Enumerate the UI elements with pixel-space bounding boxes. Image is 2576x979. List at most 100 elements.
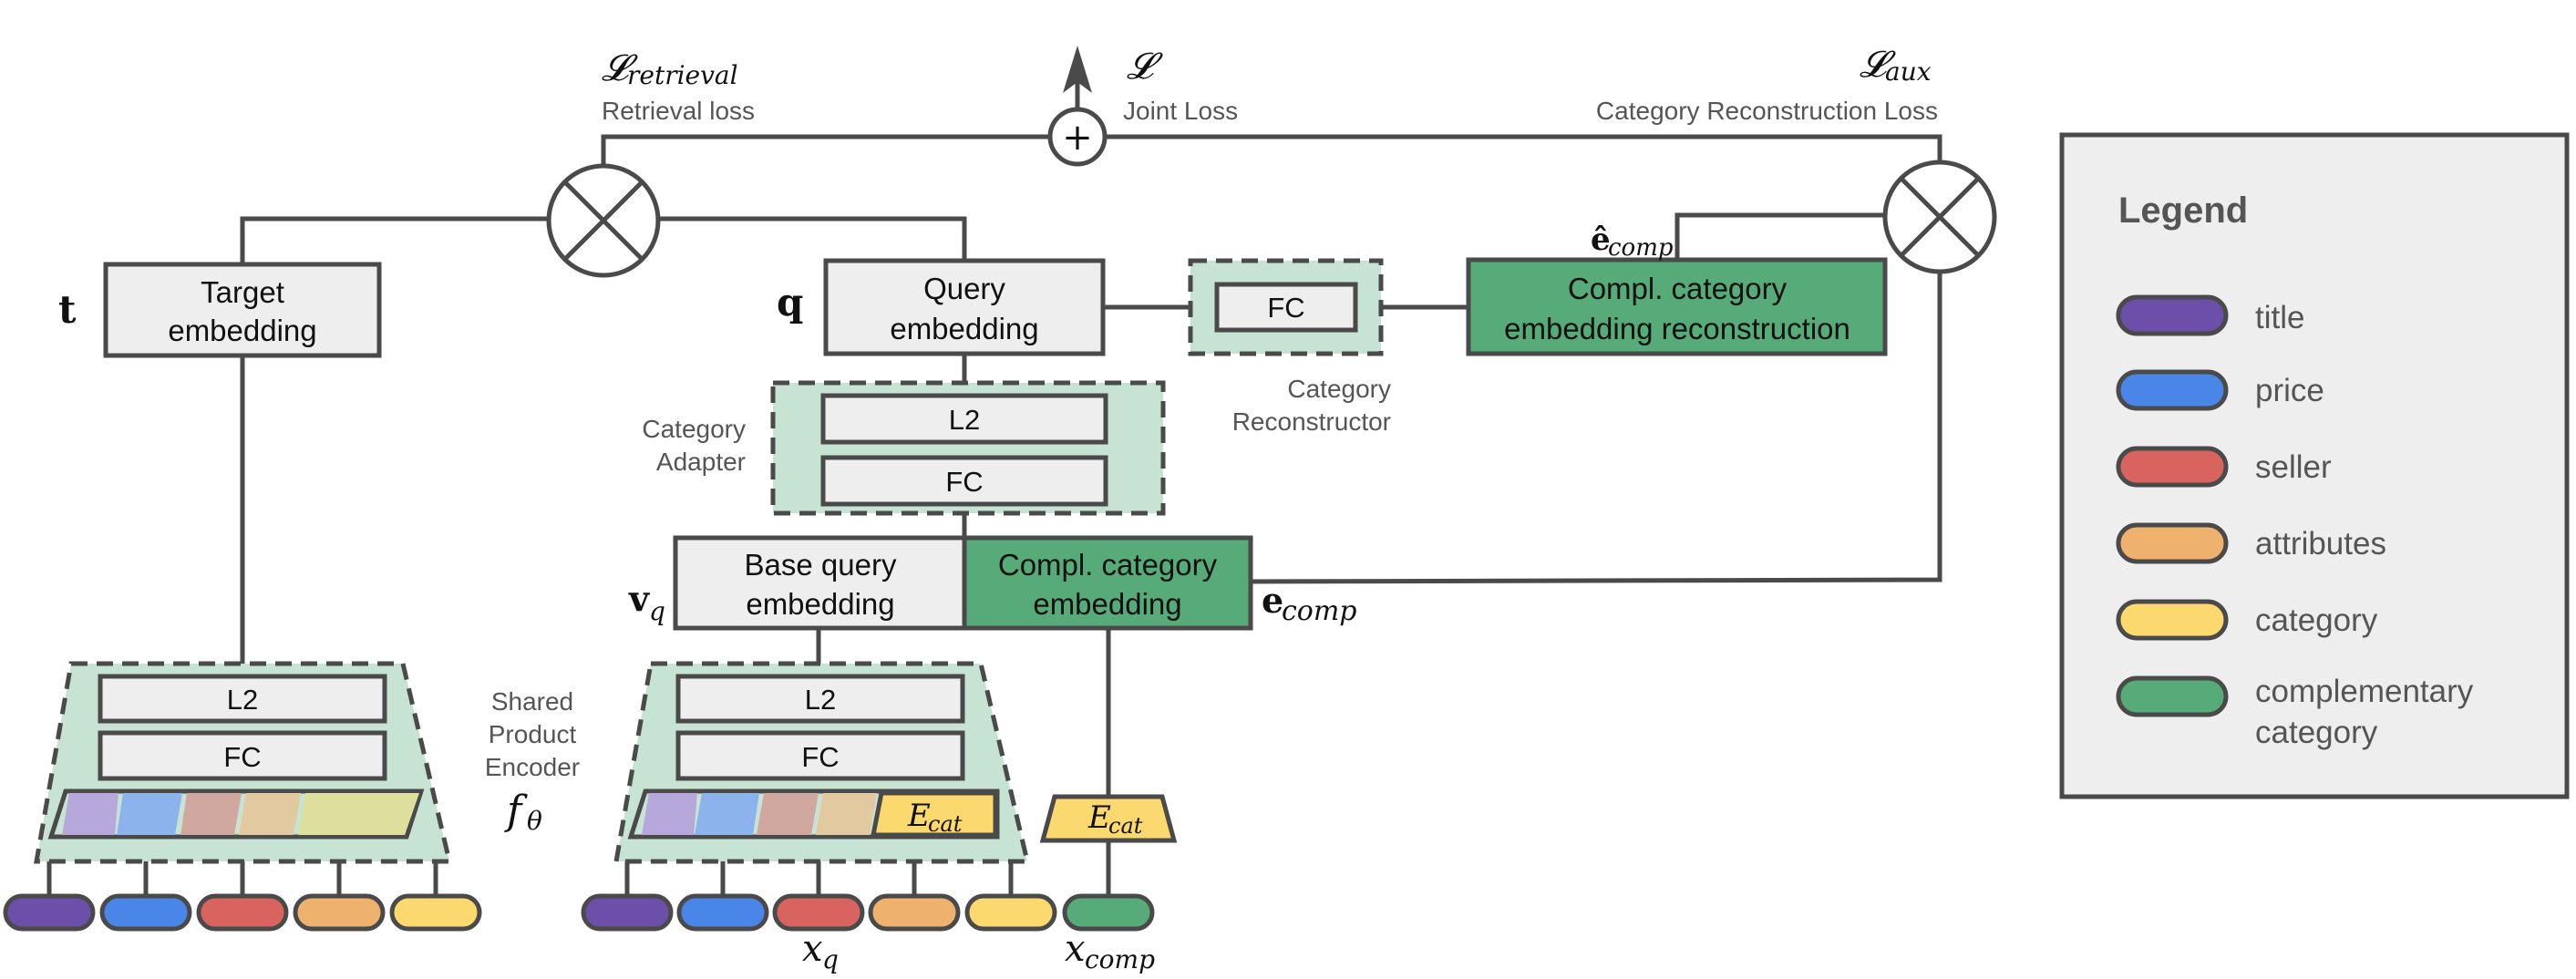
pill-title: [3, 893, 96, 932]
retrieval-to-joint-line: [601, 134, 1051, 169]
compl-embedding-symbol: e comp: [1262, 580, 1357, 627]
svg-text:+: +: [1062, 117, 1093, 159]
joint-plus-icon: +: [1047, 107, 1108, 167]
svg-text:x: x: [802, 928, 823, 970]
pill-seller: [196, 893, 289, 932]
svg-text:cat: cat: [928, 811, 963, 837]
encoder-query-l2-label: L2: [805, 684, 836, 716]
svg-text:comp: comp: [1608, 234, 1674, 262]
encoder-label-line1: Shared: [491, 687, 573, 716]
reconstruction-to-aux-line: [1674, 212, 1887, 260]
retrieval-to-query-line: [656, 216, 967, 261]
svg-text:embedding reconstruction: embedding reconstruction: [1504, 312, 1850, 345]
svg-text:θ: θ: [527, 806, 542, 836]
svg-text:f: f: [504, 788, 528, 834]
svg-text:seller: seller: [2255, 449, 2332, 485]
shared-product-encoder-query: L2 FC E cat: [613, 661, 1031, 864]
legend-title: Legend: [2118, 191, 2248, 231]
adapter-l2-label: L2: [949, 404, 980, 436]
svg-text:category: category: [2255, 603, 2378, 638]
svg-text:Target: Target: [201, 275, 284, 309]
compl-reconstruction-symbol: ê comp: [1591, 222, 1674, 262]
svg-text:q: q: [822, 944, 839, 974]
target-to-retrieval-line: [240, 216, 551, 264]
pill-price: [676, 893, 769, 932]
compl-reconstruction-box: Compl. category embedding reconstruction: [1466, 257, 1888, 356]
reconstructor-label-line1: Category: [1287, 375, 1391, 403]
query-embedding-box: Query embedding: [823, 258, 1106, 356]
pill-attributes: [293, 893, 386, 932]
category-reconstructor: FC: [1188, 258, 1384, 356]
compl-category-embedding-box: Compl. category embedding: [962, 535, 1253, 631]
encoder-left-l2-label: L2: [227, 684, 258, 716]
encoder-left-fc-label: FC: [223, 741, 261, 773]
svg-text:E: E: [1087, 799, 1111, 836]
xq-symbol: x q: [802, 928, 839, 974]
encoder-query-fc-label: FC: [801, 741, 839, 773]
ecat-standalone: E cat: [1039, 794, 1178, 843]
legend-item-seller: seller: [2116, 446, 2332, 488]
reconstructor-label-line2: Reconstructor: [1232, 407, 1391, 436]
connector-lines: [46, 53, 1942, 896]
svg-text:comp: comp: [1282, 595, 1357, 627]
encoder-symbol: f θ: [504, 788, 542, 836]
adapter-label-line2: Adapter: [656, 448, 746, 476]
shared-product-encoder-left: L2 FC: [34, 661, 453, 864]
svg-text:embedding: embedding: [746, 587, 894, 621]
svg-text:aux: aux: [1885, 57, 1932, 87]
svg-text:cat: cat: [1108, 813, 1143, 839]
svg-text:price: price: [2255, 373, 2324, 408]
reconstructor-fc-label: FC: [1267, 292, 1304, 324]
svg-text:retrieval: retrieval: [627, 60, 738, 90]
retrieval-multiply-icon: [546, 163, 661, 278]
base-query-embedding-box: Base query embedding: [673, 535, 967, 631]
svg-text:x: x: [1065, 928, 1086, 970]
legend-item-complementary-category: complementary category: [2116, 674, 2474, 750]
svg-text:embedding: embedding: [168, 314, 316, 347]
svg-text:complementary: complementary: [2255, 674, 2474, 709]
adapter-label-line1: Category: [642, 415, 746, 443]
aux-to-compl-embedding-line: [1250, 269, 1942, 584]
retrieval-loss-label: Retrieval loss: [602, 97, 755, 125]
query-input-pills: [581, 893, 1155, 932]
encoder-label-line3: Encoder: [485, 753, 580, 781]
joint-loss-label: Joint Loss: [1123, 97, 1238, 125]
svg-text:attributes: attributes: [2255, 526, 2386, 562]
svg-text:ê: ê: [1591, 222, 1611, 258]
pill-complementary-category: [1062, 893, 1155, 932]
svg-text:v: v: [628, 578, 651, 619]
retrieval-loss-symbol: 𝓛 retrieval: [602, 47, 738, 90]
legend-item-attributes: attributes: [2116, 522, 2386, 564]
target-symbol: t: [58, 287, 77, 332]
pill-price: [99, 893, 192, 932]
encoder-ecat-symbol: E cat: [907, 798, 963, 837]
xcomp-symbol: x comp: [1065, 928, 1155, 974]
aux-multiply-icon: [1882, 160, 1997, 274]
legend-item-title: title: [2116, 294, 2304, 336]
svg-text:embedding: embedding: [1033, 587, 1181, 621]
svg-text:Base query: Base query: [745, 548, 897, 582]
base-query-symbol: v q: [628, 578, 665, 626]
pill-category: [389, 893, 482, 932]
aux-to-joint-line: [1105, 134, 1942, 164]
joint-loss-symbol: 𝓛: [1127, 46, 1163, 88]
svg-text:comp: comp: [1085, 944, 1155, 974]
svg-text:e: e: [1262, 580, 1283, 621]
query-symbol: q: [777, 280, 803, 325]
svg-text:embedding: embedding: [890, 312, 1038, 345]
svg-text:Compl. category: Compl. category: [1568, 272, 1788, 305]
pill-seller: [772, 893, 865, 932]
pill-category: [964, 893, 1057, 932]
legend: Legend title price seller attributes cat…: [2059, 132, 2570, 799]
encoder-label-line2: Product: [489, 720, 577, 748]
target-embedding-box: Target embedding: [103, 262, 382, 358]
svg-text:q: q: [649, 596, 665, 626]
pill-title: [581, 893, 674, 932]
aux-loss-label: Category Reconstruction Loss: [1596, 97, 1938, 125]
svg-text:Query: Query: [923, 272, 1005, 305]
legend-item-price: price: [2116, 369, 2324, 411]
category-adapter: L2 FC: [770, 380, 1166, 516]
pill-attributes: [868, 893, 961, 932]
adapter-fc-label: FC: [945, 466, 983, 498]
